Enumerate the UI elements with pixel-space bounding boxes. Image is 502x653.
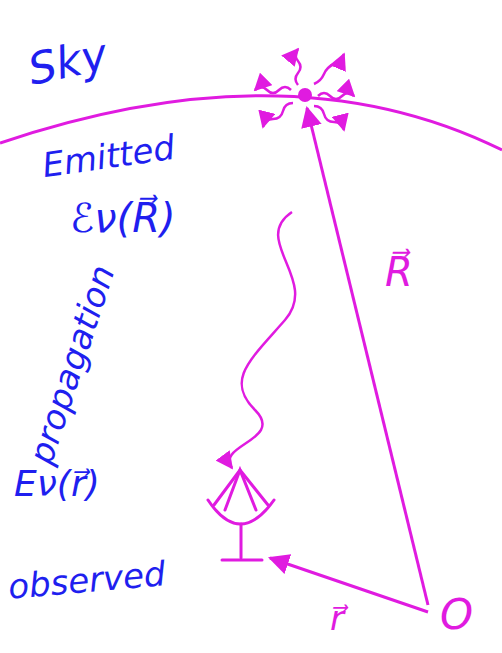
- dish-antenna: [208, 470, 274, 560]
- sky-label: Sky: [24, 30, 112, 94]
- vector-r-label: r⃗: [330, 600, 344, 637]
- vector-R-label: R⃗: [385, 250, 413, 294]
- vector-R: [307, 108, 428, 605]
- propagation-label: propagation: [22, 261, 121, 469]
- vector-r: [270, 558, 428, 612]
- observed-field-label: Eν(r⃗): [14, 464, 100, 504]
- emitted-label: Emitted: [40, 129, 177, 185]
- emission-rays: [255, 49, 354, 130]
- observed-label: observed: [7, 555, 167, 606]
- emitted-field-label: ℰν(R⃗): [70, 196, 176, 240]
- propagation-wave: [229, 212, 295, 468]
- source-dot: [298, 88, 312, 102]
- origin-label: O: [440, 592, 473, 638]
